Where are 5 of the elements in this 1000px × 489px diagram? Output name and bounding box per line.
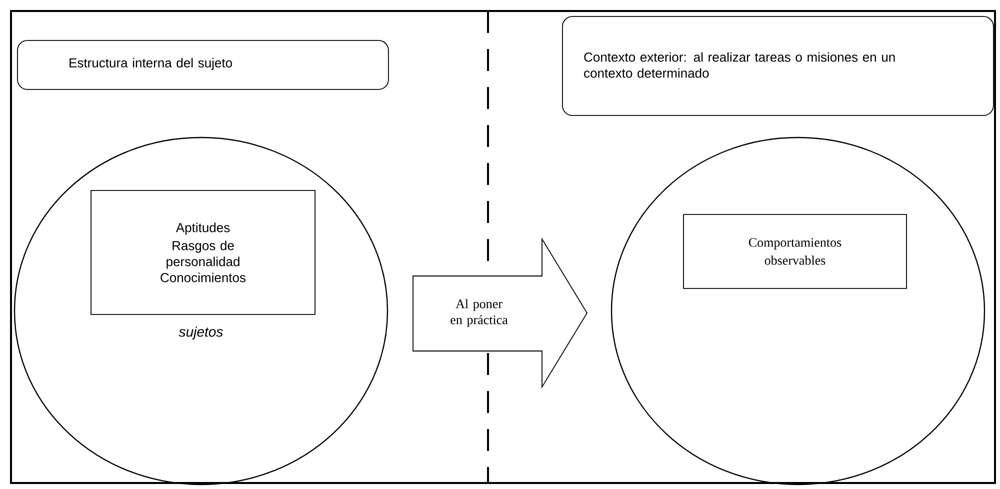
text-box: Estructura interna del sujeto xyxy=(17,40,389,90)
text-box: Aptitudes Rasgos de personalidad Conocimientos xyxy=(90,190,316,315)
ellipse xyxy=(610,136,986,486)
text-box: Comportamientos observables xyxy=(683,214,907,289)
text-box: Contexto exterior: al realizar tareas o misiones en un contexto determinado xyxy=(562,16,994,116)
